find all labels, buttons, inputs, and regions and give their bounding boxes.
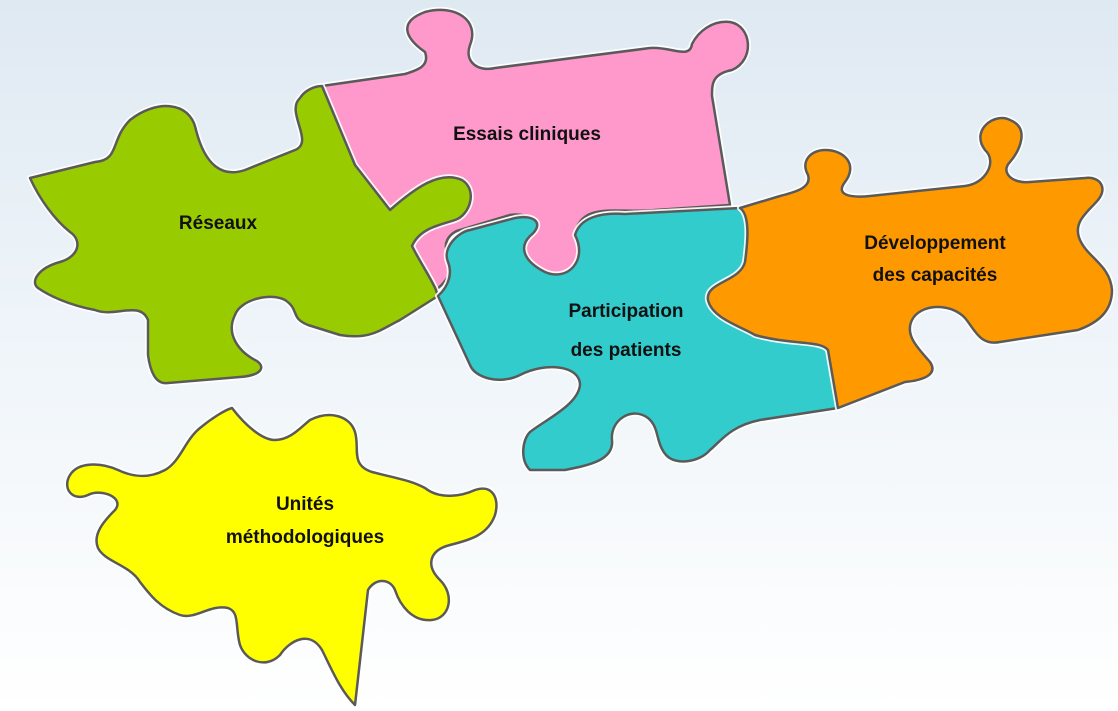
- piece-unites: [64, 405, 500, 708]
- label-developpement-line1: Développement: [864, 233, 1006, 254]
- piece-reseaux: [27, 83, 474, 387]
- piece-unites-shape: [65, 406, 498, 707]
- piece-developpement-shape: [706, 117, 1114, 410]
- piece-reseaux-shape: [28, 84, 473, 385]
- label-developpement-line2: des capacités: [873, 265, 998, 286]
- label-reseaux: Réseaux: [179, 213, 258, 234]
- label-participation-line2: des patients: [571, 340, 682, 361]
- label-unites-line2: méthodologiques: [226, 527, 384, 548]
- piece-developpement: [704, 115, 1115, 411]
- label-essais-cliniques: Essais cliniques: [453, 124, 601, 145]
- label-unites-line1: Unités: [276, 494, 334, 515]
- label-participation-line1: Participation: [568, 301, 683, 322]
